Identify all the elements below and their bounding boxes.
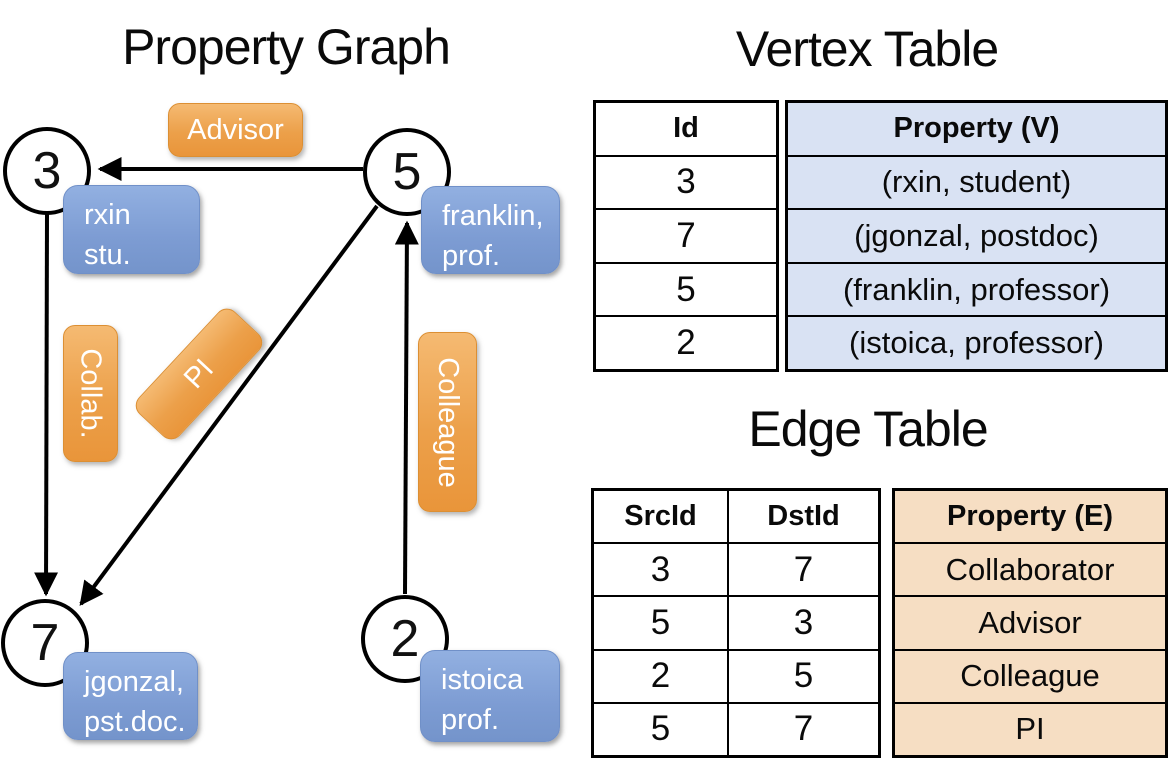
edge-table-srcid-cell: 5 (594, 703, 729, 756)
edge-table-srcid-header: SrcId (594, 491, 729, 543)
vertex-table-property-cell: (rxin, student) (788, 156, 1165, 209)
edge-table-srcid-cell: 2 (594, 650, 729, 702)
vertex-table-property-cell: (jgonzal, postdoc) (788, 210, 1165, 262)
vertex-node-5: 5 (363, 128, 451, 216)
edge-table-title: Edge Table (748, 401, 988, 457)
vertex-table-property-cell: (franklin, professor) (788, 263, 1165, 316)
edge-table-property-cell: Advisor (895, 597, 1165, 649)
vertex-label-line: jgonzal, (84, 666, 184, 698)
vertex-label-line: franklin, (442, 200, 544, 232)
vertex-id: 2 (390, 610, 420, 668)
edge-label-advisor: Advisor (168, 103, 303, 157)
edge-table-dstid-cell: 7 (793, 549, 814, 589)
edge-table-property-cell: PI (895, 703, 1165, 756)
vertex-table-id-cell: 2 (676, 323, 696, 363)
vertex-label-line: istoica (441, 664, 524, 696)
vertex-label-line: rxin (84, 199, 131, 231)
vertex-table-id-cell: 3 (676, 162, 696, 202)
vertex-label-line: pst.doc. (84, 706, 186, 739)
property-graph-title: Property Graph (122, 19, 451, 75)
edge-label-text: Advisor (187, 113, 284, 146)
edge-label-text: Colleague (432, 356, 465, 488)
edge-table-property-header: Property (E) (895, 491, 1165, 543)
edge-table-dstid-cell: 3 (793, 603, 814, 642)
vertex-label-rxin: rxin stu. (63, 185, 200, 274)
edge-table-srcid-cell: 5 (594, 597, 729, 649)
vertex-label-franklin: franklin, prof. (421, 186, 560, 274)
vertex-table-id-header: Id (673, 112, 699, 145)
vertex-table-id-cell: 5 (676, 269, 696, 309)
edge-colleague-arrow (394, 220, 419, 595)
vertex-id: 5 (392, 143, 422, 201)
edge-label-collab: Collab. (63, 325, 118, 462)
edge-label-text: PI (177, 352, 220, 395)
vertex-table-title: Vertex Table (735, 21, 999, 77)
edge-table-srcid-cell: 3 (594, 544, 729, 596)
edge-collab-arrow (34, 212, 59, 597)
edge-table-property-column: Property (E) Collaborator Advisor Collea… (892, 488, 1168, 758)
edge-table-src-dst-columns: SrcId DstId 3 7 5 3 2 5 5 7 (591, 488, 881, 758)
vertex-table-property-header: Property (V) (788, 103, 1165, 155)
vertex-table-id-column: Id 3 7 5 2 (593, 100, 779, 372)
edge-table-property-cell: Collaborator (895, 544, 1165, 596)
vertex-id: 3 (32, 142, 62, 200)
vertex-label-line: stu. (84, 239, 131, 272)
vertex-node-3: 3 (3, 127, 91, 215)
vertex-id: 7 (30, 614, 60, 672)
vertex-label-line: prof. (442, 240, 501, 273)
vertex-table-property-column: Property (V) (rxin, student) (jgonzal, p… (785, 100, 1168, 372)
edge-table-property-cell: Colleague (895, 650, 1165, 702)
edge-table-dstid-header: DstId (767, 500, 840, 533)
edge-label-pi: PI (130, 303, 268, 445)
edge-table-dstid-cell: 7 (793, 709, 814, 749)
vertex-table-property-cell: (istoica, professor) (788, 317, 1165, 369)
vertex-label-istoica: istoica prof. (420, 650, 560, 742)
edge-label-text: Collab. (75, 348, 107, 439)
edge-table-dstid-cell: 5 (793, 656, 814, 696)
vertex-table-id-cell: 7 (676, 215, 696, 255)
edge-label-colleague: Colleague (418, 332, 477, 512)
vertex-label-line: prof. (441, 704, 500, 737)
vertex-label-jgonzal: jgonzal, pst.doc. (63, 652, 198, 740)
